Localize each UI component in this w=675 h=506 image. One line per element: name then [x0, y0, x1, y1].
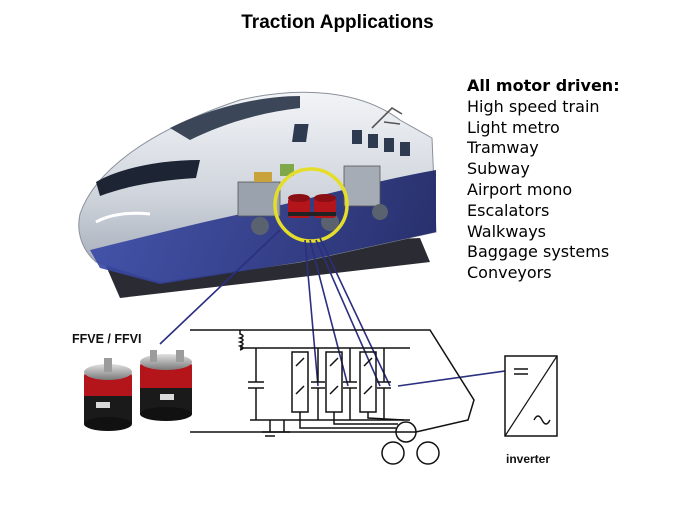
applications-items: High speed train Light metro Tramway Sub…	[467, 97, 620, 284]
schematic-outline	[190, 329, 475, 433]
train-illustration	[78, 91, 437, 298]
train-capacitors	[288, 194, 336, 218]
list-item: Tramway	[467, 138, 539, 158]
list-item: Walkways	[467, 221, 547, 241]
list-item: Conveyors	[467, 263, 552, 283]
train-windows	[292, 124, 410, 156]
schematic-dc-capacitors	[311, 348, 391, 420]
schematic-motor-1	[395, 421, 417, 443]
schematic-inverter-legs	[291, 351, 377, 413]
page-title: Traction Applications	[241, 12, 434, 33]
train-windshield	[96, 160, 200, 196]
callout-line-capacitor	[159, 229, 281, 345]
schematic-inductor	[237, 330, 244, 351]
train-roof	[170, 96, 300, 140]
inverter-block	[504, 355, 558, 437]
callout-line-leg-4	[319, 237, 391, 387]
callout-line-leg-1	[304, 239, 319, 387]
circuit-schematic	[190, 329, 475, 465]
schematic-wheel-1	[381, 441, 405, 465]
inverter-label: inverter	[506, 452, 551, 466]
capacitor-label: FFVE / FFVI	[72, 332, 142, 346]
schematic-wheel-2	[416, 441, 440, 465]
applications-heading: All motor driven:	[467, 76, 620, 95]
train-headlight	[95, 211, 151, 224]
applications-list: All motor driven: High speed train Light…	[467, 76, 620, 284]
list-item: High speed train	[467, 96, 600, 116]
list-item: Airport mono	[467, 179, 573, 199]
pantograph	[371, 106, 403, 129]
train-machinery	[237, 164, 388, 235]
list-item: Light metro	[467, 117, 560, 137]
list-item: Escalators	[467, 200, 550, 220]
list-item: Subway	[467, 159, 530, 179]
capacitor-product-image	[84, 350, 192, 431]
list-item: Baggage systems	[467, 242, 610, 262]
callout-line-inverter	[397, 369, 513, 387]
